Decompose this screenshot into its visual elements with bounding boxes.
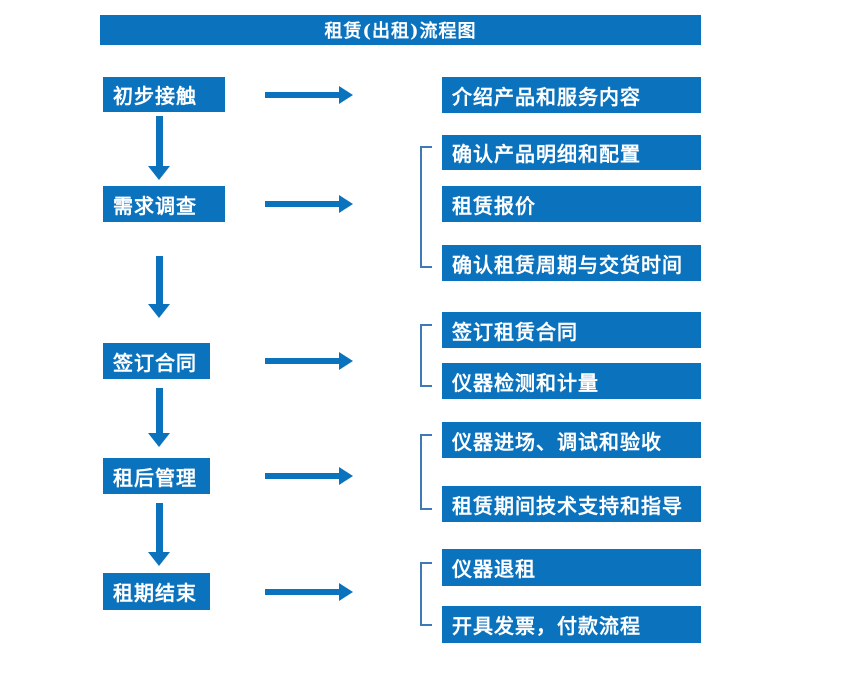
detail-label: 租赁报价 <box>452 193 536 218</box>
detail-box-introduce-products-services: 介绍产品和服务内容 <box>442 77 701 113</box>
bracket-needs-survey-group <box>420 146 432 268</box>
step-box-rental-end: 租期结束 <box>103 573 210 610</box>
down-arrow-1 <box>148 116 170 180</box>
arrow-shaft <box>265 358 339 364</box>
arrow-head-icon <box>148 304 170 318</box>
arrow-head-icon <box>148 552 170 566</box>
arrow-shaft <box>265 589 339 595</box>
arrow-shaft <box>265 473 339 479</box>
title-bar: 租赁(出租)流程图 <box>100 15 701 45</box>
detail-box-sign-rental-contract: 签订租赁合同 <box>442 312 701 348</box>
arrow-head-icon <box>339 352 353 370</box>
right-arrow-1 <box>265 86 353 104</box>
right-arrow-4 <box>265 467 353 485</box>
step-box-sign-contract: 签订合同 <box>103 343 210 379</box>
detail-box-instrument-arrival-acceptance: 仪器进场、调试和验收 <box>442 422 701 458</box>
detail-box-invoice-payment-process: 开具发票，付款流程 <box>442 606 701 643</box>
down-arrow-2 <box>148 256 170 318</box>
down-arrow-4 <box>148 503 170 566</box>
arrow-head-icon <box>339 467 353 485</box>
detail-label: 签订租赁合同 <box>452 319 578 344</box>
right-arrow-5 <box>265 583 353 601</box>
arrow-shaft <box>155 116 163 166</box>
detail-label: 仪器进场、调试和验收 <box>452 429 662 454</box>
arrow-shaft <box>265 201 339 207</box>
detail-box-confirm-product-details-config: 确认产品明细和配置 <box>442 135 701 170</box>
detail-label: 仪器检测和计量 <box>452 370 599 395</box>
step-box-needs-survey: 需求调查 <box>103 186 225 222</box>
arrow-shaft <box>265 92 339 98</box>
detail-label: 租赁期间技术支持和指导 <box>452 493 683 518</box>
page-title: 租赁(出租)流程图 <box>324 21 477 42</box>
down-arrow-3 <box>148 388 170 447</box>
bracket-sign-contract-group <box>420 324 432 387</box>
detail-box-rental-quotation: 租赁报价 <box>442 186 701 222</box>
detail-box-instrument-return: 仪器退租 <box>442 549 701 586</box>
detail-label: 仪器退租 <box>452 557 536 581</box>
step-label: 租期结束 <box>113 581 197 605</box>
detail-box-technical-support-guidance: 租赁期间技术支持和指导 <box>442 486 701 522</box>
detail-box-instrument-testing-measurement: 仪器检测和计量 <box>442 363 701 399</box>
step-label: 租后管理 <box>113 465 197 490</box>
arrow-shaft <box>155 388 163 433</box>
detail-label: 确认租赁周期与交货时间 <box>452 252 683 277</box>
detail-box-confirm-rental-period-delivery: 确认租赁周期与交货时间 <box>442 245 701 281</box>
step-label: 签订合同 <box>113 350 197 375</box>
step-label: 初步接触 <box>113 84 197 108</box>
arrow-head-icon <box>148 166 170 180</box>
detail-label: 开具发票，付款流程 <box>452 614 641 638</box>
arrow-shaft <box>155 256 163 304</box>
bracket-post-rental-group <box>420 434 432 510</box>
step-label: 需求调查 <box>113 193 197 218</box>
arrow-shaft <box>155 503 163 552</box>
arrow-head-icon <box>339 195 353 213</box>
detail-label: 介绍产品和服务内容 <box>452 84 641 109</box>
step-box-initial-contact: 初步接触 <box>103 77 225 112</box>
detail-label: 确认产品明细和配置 <box>452 142 641 166</box>
right-arrow-3 <box>265 352 353 370</box>
arrow-head-icon <box>339 583 353 601</box>
step-box-post-rental-management: 租后管理 <box>103 458 210 494</box>
bracket-rental-end-group <box>420 562 432 626</box>
arrow-head-icon <box>148 433 170 447</box>
right-arrow-2 <box>265 195 353 213</box>
arrow-head-icon <box>339 86 353 104</box>
